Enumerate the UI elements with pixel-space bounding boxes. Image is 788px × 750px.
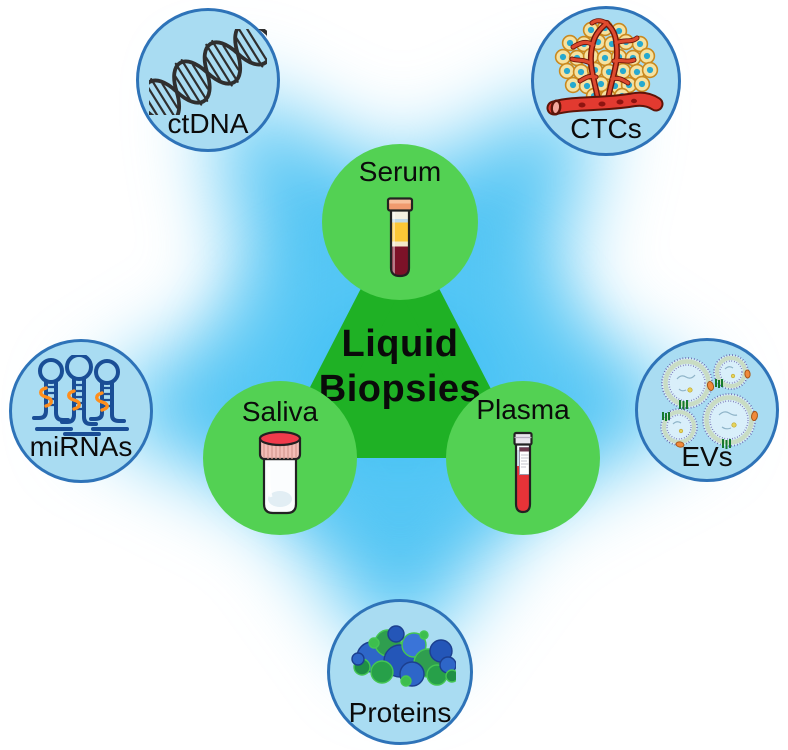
plasma-tube-icon [513, 431, 533, 514]
ctdna-label: ctDNA [167, 108, 249, 139]
node-serum: Serum [322, 144, 478, 300]
node-plasma: Plasma [446, 381, 600, 535]
serum-blood-tube-icon [386, 197, 414, 278]
extracellular-vesicles-icon [660, 354, 758, 449]
saliva-label: Saliva [241, 396, 319, 427]
node-proteins: Proteins [327, 599, 473, 745]
node-mirnas: miRNAs [9, 339, 153, 483]
dna-helix-icon [149, 29, 267, 115]
plasma-label: Plasma [476, 394, 570, 425]
node-ctcs: CTCs [531, 6, 681, 156]
protein-structure-icon [351, 625, 456, 687]
proteins-label: Proteins [348, 697, 452, 728]
node-evs: EVs [635, 338, 779, 482]
ctcs-label: CTCs [570, 113, 642, 144]
title-line-2: Biopsies [318, 368, 482, 410]
rna-hairpin-icon [32, 355, 129, 436]
figure-title: Liquid Biopsies [290, 322, 510, 412]
tumor-cells-vessel-icon [546, 18, 664, 116]
node-saliva: Saliva [203, 381, 357, 535]
serum-label: Serum [358, 156, 442, 187]
evs-label: EVs [681, 441, 733, 472]
title-line-1: Liquid [341, 323, 459, 365]
mirnas-label: miRNAs [29, 431, 133, 462]
node-ctdna: ctDNA [136, 8, 280, 152]
saliva-container-icon [258, 430, 302, 515]
